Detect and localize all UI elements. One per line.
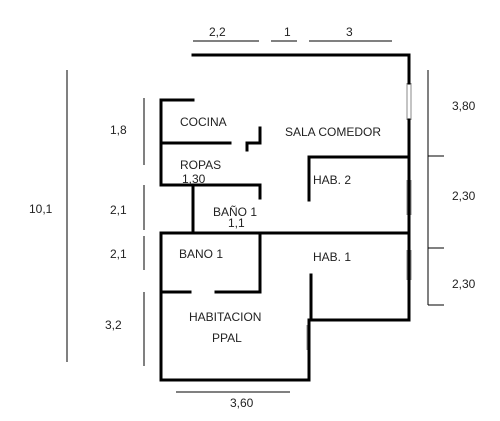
dim-top-right: 3 [346, 25, 353, 39]
dim-right-2: 2,30 [452, 189, 476, 203]
windows [306, 83, 412, 350]
dim-bottom: 3,60 [230, 396, 254, 410]
room-label-bano-1-upper: BAÑO 1 [213, 205, 257, 219]
room-label-ppal: PPAL [212, 331, 242, 345]
dim-right-1: 3,80 [452, 99, 476, 113]
dim-left-total: 10,1 [29, 202, 53, 216]
room-label-bano-1-lower: BANO 1 [179, 247, 223, 261]
left-dimension-lines [66, 70, 145, 366]
room-label-hab2: HAB. 2 [313, 173, 351, 187]
right-dimension-lines [427, 70, 444, 306]
dim-left-2: 2,1 [110, 203, 127, 217]
room-label-habitacion: HABITACION [189, 310, 261, 324]
dim-left-4: 3,2 [105, 318, 122, 332]
dim-left-1: 1,8 [110, 123, 127, 137]
room-label-ropas: ROPAS [180, 158, 221, 172]
room-label-hab1: HAB. 1 [313, 250, 351, 264]
dim-top-left: 2,2 [209, 25, 226, 39]
room-label-sala-comedor: SALA COMEDOR [285, 125, 381, 139]
dim-left-3: 2,1 [110, 247, 127, 261]
walls [159, 53, 411, 382]
dim-top-mid: 1 [284, 25, 291, 39]
room-label-cocina: COCINA [180, 115, 227, 129]
dim-right-3: 2,30 [452, 277, 476, 291]
dim-ropas-width: 1,30 [182, 172, 206, 186]
dim-bano-width: 1,1 [228, 216, 245, 230]
